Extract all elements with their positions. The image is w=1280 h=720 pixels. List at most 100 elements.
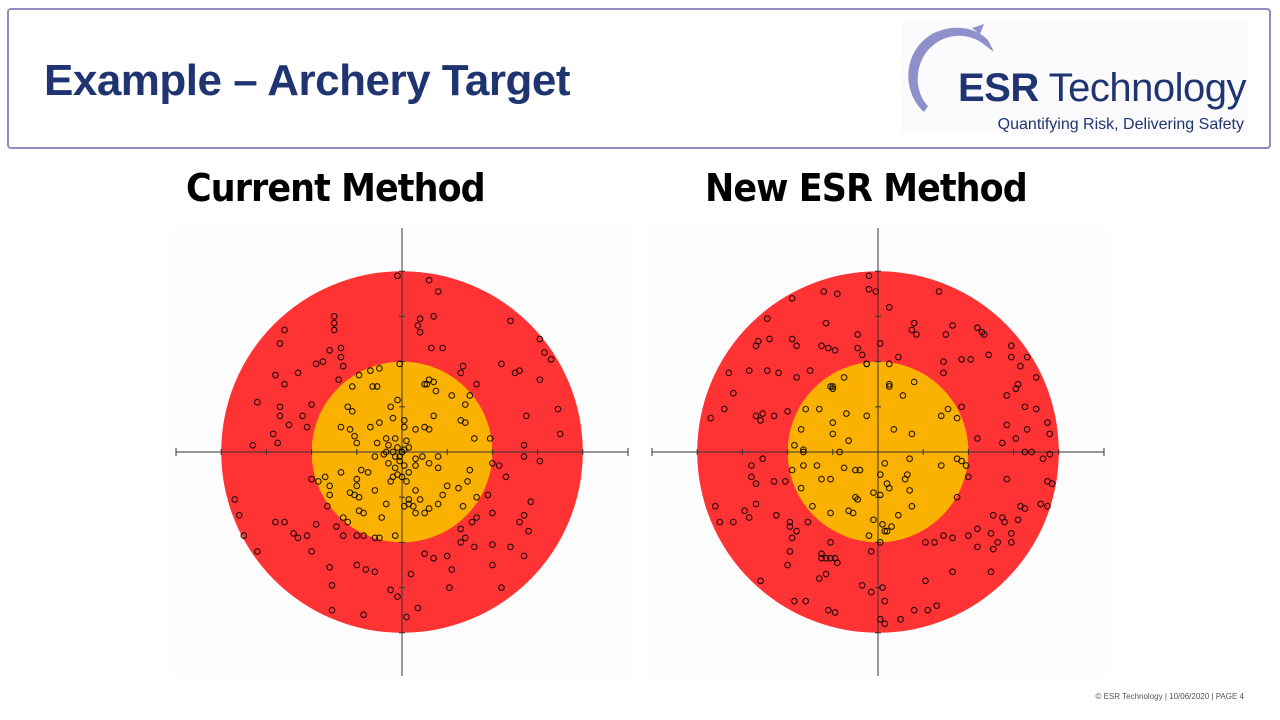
data-point-marker: [809, 502, 816, 510]
data-point-marker: [800, 462, 807, 469]
data-point-marker: [879, 520, 886, 528]
data-point-marker: [818, 475, 825, 483]
data-point-marker: [527, 498, 535, 506]
data-point-marker: [881, 459, 889, 467]
data-point-marker: [489, 561, 496, 569]
data-point-marker: [987, 530, 995, 537]
data-point-marker: [870, 516, 877, 524]
data-point-marker: [339, 362, 347, 370]
data-point-marker: [989, 545, 997, 553]
data-point-marker: [407, 570, 415, 578]
data-point-marker: [827, 509, 834, 517]
data-point-marker: [403, 437, 410, 445]
data-point-marker: [425, 276, 433, 284]
data-point-marker: [797, 426, 805, 433]
data-point-marker: [371, 568, 379, 576]
data-point-marker: [818, 550, 825, 558]
data-point-marker: [781, 478, 789, 485]
data-point-marker: [425, 459, 433, 467]
data-point-marker: [985, 351, 993, 359]
data-point-marker: [897, 615, 904, 623]
data-point-marker: [757, 577, 764, 585]
data-point-marker: [448, 392, 456, 399]
data-point-marker: [367, 367, 374, 374]
data-point-marker: [382, 448, 390, 456]
data-point-marker: [1037, 500, 1045, 508]
data-point-marker: [276, 412, 284, 420]
data-point-marker: [770, 412, 778, 420]
data-point-marker: [865, 532, 873, 539]
data-point-marker: [910, 378, 918, 386]
data-point-marker: [276, 403, 284, 411]
data-point-marker: [890, 426, 898, 433]
data-point-marker: [351, 432, 358, 440]
data-point-marker: [337, 344, 345, 352]
data-point-marker: [906, 487, 913, 494]
data-point-marker: [876, 471, 884, 478]
data-point-marker: [385, 459, 392, 467]
data-point-marker: [281, 518, 288, 526]
data-point-marker: [371, 453, 379, 460]
data-point-marker: [940, 369, 947, 377]
data-point-marker: [330, 326, 338, 334]
data-point-marker: [439, 344, 447, 352]
data-points: [707, 272, 1056, 628]
data-point-marker: [1014, 380, 1022, 388]
data-point-marker: [910, 319, 918, 327]
data-point-marker: [1007, 539, 1015, 546]
data-point-marker: [949, 568, 956, 576]
data-point-marker: [730, 389, 737, 397]
data-point-marker: [326, 482, 334, 490]
data-point-marker: [409, 502, 417, 510]
data-point-marker: [274, 439, 282, 447]
data-point-marker: [376, 534, 383, 542]
data-point-marker: [802, 597, 810, 605]
data-point-marker: [367, 423, 374, 431]
data-point-marker: [815, 575, 823, 582]
data-point-marker: [1044, 419, 1051, 426]
data-point-marker: [434, 453, 442, 460]
data-point-marker: [489, 541, 496, 549]
panel-title-new-esr-method: New ESR Method: [705, 166, 1028, 210]
data-point-marker: [754, 337, 762, 345]
data-point-marker: [466, 392, 474, 399]
data-point-marker: [818, 342, 825, 350]
data-point-marker: [428, 344, 435, 352]
data-point-marker: [1023, 353, 1031, 361]
data-point-marker: [516, 367, 523, 374]
data-point-marker: [863, 360, 871, 368]
data-point-marker: [867, 548, 875, 555]
data-point-marker: [464, 478, 471, 485]
data-point-marker: [953, 493, 961, 501]
data-point-marker: [330, 319, 338, 327]
data-point-marker: [421, 550, 428, 558]
data-point-marker: [326, 563, 334, 571]
data-point-marker: [763, 367, 771, 374]
data-point-marker: [473, 380, 480, 388]
data-point-marker: [396, 360, 404, 368]
data-point-marker: [854, 496, 862, 503]
data-point-marker: [400, 462, 408, 469]
data-point-marker: [498, 584, 505, 591]
data-point-marker: [391, 453, 399, 460]
data-point-marker: [770, 478, 778, 485]
data-point-marker: [387, 403, 395, 411]
data-point-marker: [421, 380, 428, 388]
data-point-marker: [854, 331, 862, 338]
data-point-marker: [922, 577, 929, 585]
data-point-marker: [824, 606, 832, 614]
data-point-marker: [716, 518, 724, 526]
data-point-marker: [520, 511, 528, 519]
data-point-marker: [294, 369, 302, 377]
data-point-marker: [707, 414, 715, 422]
data-point-marker: [833, 559, 841, 567]
data-point-marker: [908, 430, 916, 438]
data-point-marker: [425, 426, 433, 433]
data-point-marker: [827, 554, 834, 562]
data-point-marker: [502, 473, 510, 481]
data-point-marker: [1007, 353, 1015, 361]
data-point-marker: [400, 446, 408, 454]
data-point-marker: [360, 532, 367, 539]
data-point-marker: [339, 532, 347, 539]
data-point-marker: [547, 355, 555, 363]
